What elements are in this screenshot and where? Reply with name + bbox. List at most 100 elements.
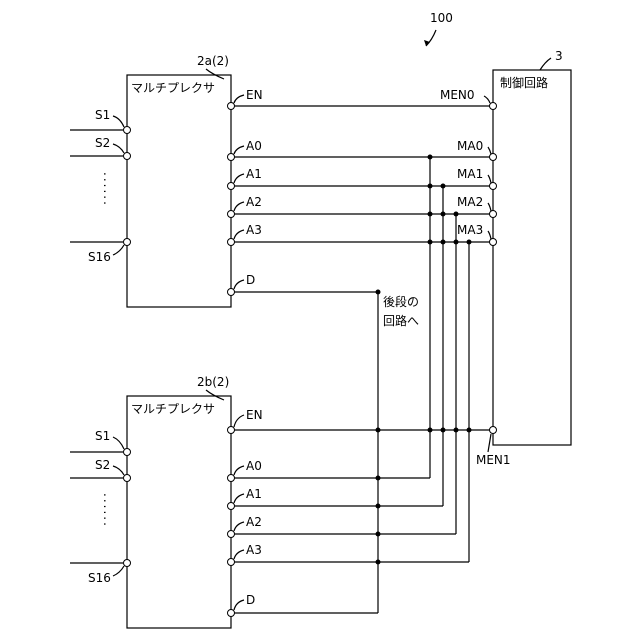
mux-b-s2-pin bbox=[124, 475, 131, 482]
next-stage-line1: 後段の bbox=[383, 294, 419, 309]
mux-a-s16-pin bbox=[124, 239, 131, 246]
mux-b-a1-leader bbox=[234, 494, 244, 503]
mux-a-name: マルチプレクサ bbox=[131, 81, 215, 95]
mux-a-ellipsis: ...... bbox=[101, 172, 115, 207]
control-ma3-pin bbox=[490, 239, 497, 246]
mux-a-a2-label: A2 bbox=[246, 195, 262, 209]
mux-b-a0-leader bbox=[234, 466, 244, 475]
junction-a1-en-b bbox=[441, 428, 446, 433]
control-ma2-label: MA2 bbox=[457, 195, 483, 209]
junction-a1-cross-a2 bbox=[441, 212, 446, 217]
junction-d-a2-b bbox=[376, 532, 381, 537]
control-ma0-pin bbox=[490, 154, 497, 161]
control-ref: 3 bbox=[555, 49, 563, 63]
junction-a1-top bbox=[441, 184, 446, 189]
mux-a-d-leader bbox=[234, 280, 244, 289]
control-men1-leader bbox=[488, 434, 491, 452]
mux-a-a2-leader bbox=[234, 202, 244, 211]
mux-a-s2-label: S2 bbox=[95, 136, 110, 150]
junction-d-a1-b bbox=[376, 504, 381, 509]
mux-a-s1-pin bbox=[124, 127, 131, 134]
mux-b-ref: 2b(2) bbox=[197, 375, 229, 389]
mux-a-s16-label: S16 bbox=[88, 250, 111, 264]
mux-b-ref-leader bbox=[206, 390, 224, 400]
control-box bbox=[493, 70, 571, 445]
mux-a-ref-leader bbox=[206, 69, 224, 79]
mux-a-s2-pin bbox=[124, 153, 131, 160]
mux-b-d-pin bbox=[228, 610, 235, 617]
mux-a-a0-pin bbox=[228, 154, 235, 161]
mux-a-d-label: D bbox=[246, 273, 255, 287]
control-ma2-pin bbox=[490, 211, 497, 218]
control-ma1-pin bbox=[490, 183, 497, 190]
mux-b-a2-label: A2 bbox=[246, 515, 262, 529]
mux-b-a1-label: A1 bbox=[246, 487, 262, 501]
figure-number: 100 bbox=[430, 11, 453, 25]
mux-b-en-label: EN bbox=[246, 408, 263, 422]
junction-d-a3-b bbox=[376, 560, 381, 565]
mux-b-d-label: D bbox=[246, 593, 255, 607]
mux-a-a2-pin bbox=[228, 211, 235, 218]
junction-a0-top bbox=[428, 155, 433, 160]
junction-a0-cross-a1 bbox=[428, 184, 433, 189]
control-ma1-leader bbox=[488, 175, 491, 183]
junction-a2-top bbox=[454, 212, 459, 217]
mux-b-d-leader bbox=[234, 600, 244, 610]
control-ma0-label: MA0 bbox=[457, 139, 483, 153]
mux-b-a0-pin bbox=[228, 475, 235, 482]
junction-d-en-b bbox=[376, 428, 381, 433]
mux-b-a2-pin bbox=[228, 531, 235, 538]
mux-b-s2-label: S2 bbox=[95, 458, 110, 472]
mux-a-s1-leader bbox=[113, 116, 124, 127]
mux-a-s1-label: S1 bbox=[95, 108, 110, 122]
mux-b-a0-label: A0 bbox=[246, 459, 262, 473]
mux-a-en-label: EN bbox=[246, 88, 263, 102]
control-ma3-label: MA3 bbox=[457, 223, 483, 237]
junction-a1-cross-a3 bbox=[441, 240, 446, 245]
mux-a-a3-pin bbox=[228, 239, 235, 246]
control-ma0-leader bbox=[488, 147, 491, 154]
mux-a-ref: 2a(2) bbox=[197, 54, 229, 68]
control-men0-pin bbox=[490, 103, 497, 110]
control-ref-leader bbox=[540, 58, 551, 70]
mux-a-a1-label: A1 bbox=[246, 167, 262, 181]
control-men0-label: MEN0 bbox=[440, 88, 475, 102]
junction-a0-en-b bbox=[428, 428, 433, 433]
control-men0-leader bbox=[484, 96, 490, 103]
junction-d-a0-b bbox=[376, 476, 381, 481]
junction-a2-en-b bbox=[454, 428, 459, 433]
mux-a-a0-label: A0 bbox=[246, 139, 262, 153]
mux-a-a3-leader bbox=[234, 230, 244, 239]
mux-b-a1-pin bbox=[228, 503, 235, 510]
mux-b-s1-label: S1 bbox=[95, 429, 110, 443]
mux-b-a3-leader bbox=[234, 550, 244, 559]
control-men1-pin bbox=[490, 427, 497, 434]
mux-a-a1-pin bbox=[228, 183, 235, 190]
mux-a-s16-leader bbox=[113, 245, 124, 255]
mux-b-name: マルチプレクサ bbox=[131, 402, 215, 416]
junction-a0-cross-a2 bbox=[428, 212, 433, 217]
mux-b-s2-leader bbox=[113, 466, 124, 475]
control-ma1-label: MA1 bbox=[457, 167, 483, 181]
mux-b-en-pin bbox=[228, 427, 235, 434]
control-men1-label: MEN1 bbox=[476, 453, 511, 467]
junction-a2-cross-a3 bbox=[454, 240, 459, 245]
mux-b-a2-leader bbox=[234, 522, 244, 531]
mux-b-box bbox=[127, 396, 231, 628]
junction-d-top bbox=[376, 290, 381, 295]
junction-a0-cross-a3 bbox=[428, 240, 433, 245]
mux-a-a3-label: A3 bbox=[246, 223, 262, 237]
mux-a-d-pin bbox=[228, 289, 235, 296]
mux-b-ellipsis: ...... bbox=[101, 493, 115, 528]
mux-b-s1-leader bbox=[113, 437, 124, 449]
mux-a-en-pin bbox=[228, 103, 235, 110]
mux-a-s2-leader bbox=[113, 144, 124, 153]
junction-a3-en-b bbox=[467, 428, 472, 433]
mux-b-s1-pin bbox=[124, 449, 131, 456]
mux-b-en-leader bbox=[234, 415, 244, 427]
mux-b-s16-pin bbox=[124, 560, 131, 567]
mux-b-s16-label: S16 bbox=[88, 571, 111, 585]
next-stage-line2: 回路へ bbox=[383, 313, 419, 328]
mux-a-a1-leader bbox=[234, 174, 244, 183]
